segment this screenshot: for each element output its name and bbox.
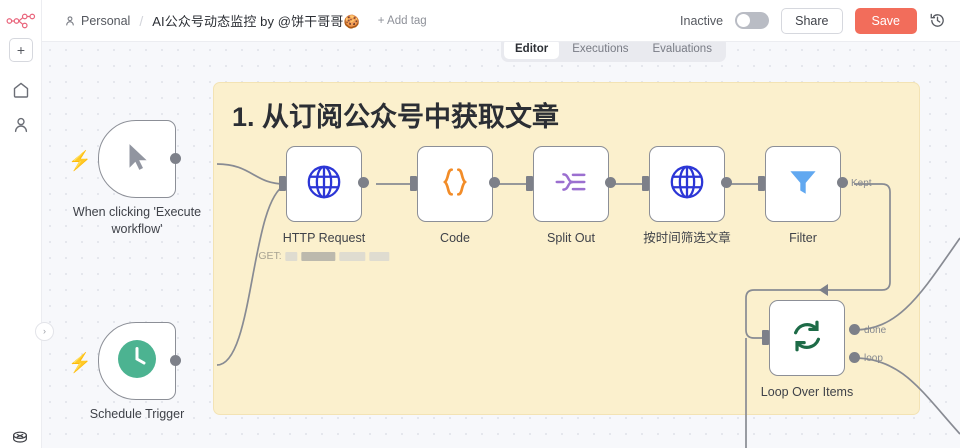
output-port[interactable] — [358, 177, 369, 188]
input-port[interactable] — [526, 176, 533, 191]
braces-icon — [436, 163, 474, 206]
node-subtitle-prefix: GET: — [258, 250, 282, 262]
input-port[interactable] — [642, 176, 649, 191]
share-button[interactable]: Share — [781, 7, 843, 34]
workflow-canvas[interactable]: 1. 从订阅公众号中获取文章 — [42, 42, 960, 448]
sticky-note-title: 1. 从订阅公众号中获取文章 — [232, 102, 560, 132]
output-port[interactable] — [605, 177, 616, 188]
redacted-url-block — [285, 251, 298, 261]
help-icon[interactable] — [10, 428, 30, 448]
breadcrumb-separator: / — [139, 12, 144, 29]
output-port[interactable] — [489, 177, 500, 188]
input-port[interactable] — [762, 330, 769, 345]
node-code[interactable]: Code — [410, 146, 500, 245]
add-workflow-button[interactable]: + — [9, 38, 33, 62]
redacted-url-block — [369, 251, 390, 261]
header-actions: Inactive Share Save — [680, 7, 946, 34]
node-loop-over-items[interactable]: Loop Over Items done loop — [761, 300, 886, 399]
output-label-done: done — [864, 325, 887, 336]
n8n-logo-icon — [6, 10, 36, 32]
split-out-icon — [552, 163, 590, 206]
node-label: Code — [440, 231, 470, 245]
node-body[interactable] — [533, 146, 609, 222]
node-label: 按时间筛选文章 — [643, 231, 731, 245]
output-port[interactable] — [170, 153, 181, 164]
node-split-out[interactable]: Split Out — [526, 146, 616, 245]
breadcrumb: Personal / AI公众号动态监控 by @饼干哥哥🍪 + Add tag — [64, 11, 427, 30]
input-port[interactable] — [279, 176, 286, 191]
output-port-kept[interactable] — [837, 177, 848, 188]
redacted-url-block — [301, 251, 336, 261]
node-body[interactable] — [98, 120, 176, 198]
output-port[interactable] — [721, 177, 732, 188]
globe-icon — [668, 163, 706, 206]
node-body[interactable] — [649, 146, 725, 222]
node-label: Schedule Trigger — [89, 407, 185, 421]
save-button[interactable]: Save — [854, 7, 917, 34]
node-subtitle: GET: — [258, 250, 390, 262]
node-schedule-trigger[interactable]: ⚡ Schedule Trigger — [68, 322, 184, 421]
output-port-done[interactable] — [849, 324, 860, 335]
output-port-loop[interactable] — [849, 352, 860, 363]
home-icon[interactable] — [11, 80, 31, 100]
output-port[interactable] — [170, 355, 181, 366]
tab-editor[interactable]: Editor — [504, 39, 560, 59]
node-body[interactable] — [98, 322, 176, 400]
node-filter-by-time[interactable]: 按时间筛选文章 — [642, 146, 732, 245]
input-port[interactable] — [410, 176, 417, 191]
cursor-icon — [124, 142, 150, 177]
trigger-bolt-icon: ⚡ — [68, 151, 92, 172]
trigger-bolt-icon: ⚡ — [68, 353, 92, 374]
tab-executions[interactable]: Executions — [572, 43, 629, 55]
workflow-name[interactable]: AI公众号动态监控 by @饼干哥哥🍪 — [152, 14, 360, 29]
node-label: Filter — [789, 231, 817, 245]
left-sidebar: + — [0, 0, 42, 448]
redacted-url-block — [339, 251, 366, 261]
input-port[interactable] — [758, 176, 765, 191]
sidebar-expand-button[interactable]: › — [35, 322, 54, 341]
node-filter[interactable]: Filter Kept — [758, 146, 872, 245]
add-tag-button[interactable]: + Add tag — [377, 14, 427, 27]
node-body[interactable] — [765, 146, 841, 222]
globe-icon — [305, 163, 343, 206]
node-http-request[interactable]: HTTP Request GET: — [258, 146, 390, 262]
node-label: Loop Over Items — [760, 385, 854, 399]
breadcrumb-workspace[interactable]: Personal — [81, 13, 131, 28]
node-body[interactable] — [286, 146, 362, 222]
user-icon[interactable] — [11, 115, 31, 135]
clock-icon — [117, 339, 157, 384]
person-icon — [64, 15, 76, 27]
node-label: Split Out — [547, 231, 595, 245]
tab-evaluations[interactable]: Evaluations — [652, 43, 712, 55]
funnel-icon — [785, 164, 821, 205]
node-body[interactable] — [417, 146, 493, 222]
loop-icon — [788, 317, 826, 360]
node-body[interactable] — [769, 300, 845, 376]
activate-workflow-toggle[interactable] — [735, 12, 770, 29]
node-label: When clicking 'Execute workflow' — [72, 205, 202, 236]
node-manual-trigger[interactable]: ⚡ When clicking 'Execute workflow' — [68, 120, 201, 236]
history-icon[interactable] — [929, 12, 946, 29]
output-label-loop: loop — [864, 353, 883, 364]
node-label: HTTP Request — [282, 231, 366, 245]
toggle-knob — [737, 14, 751, 27]
active-state-label: Inactive — [680, 13, 724, 28]
output-label-kept: Kept — [851, 178, 872, 189]
workflow-header: Personal / AI公众号动态监控 by @饼干哥哥🍪 + Add tag… — [42, 0, 960, 42]
